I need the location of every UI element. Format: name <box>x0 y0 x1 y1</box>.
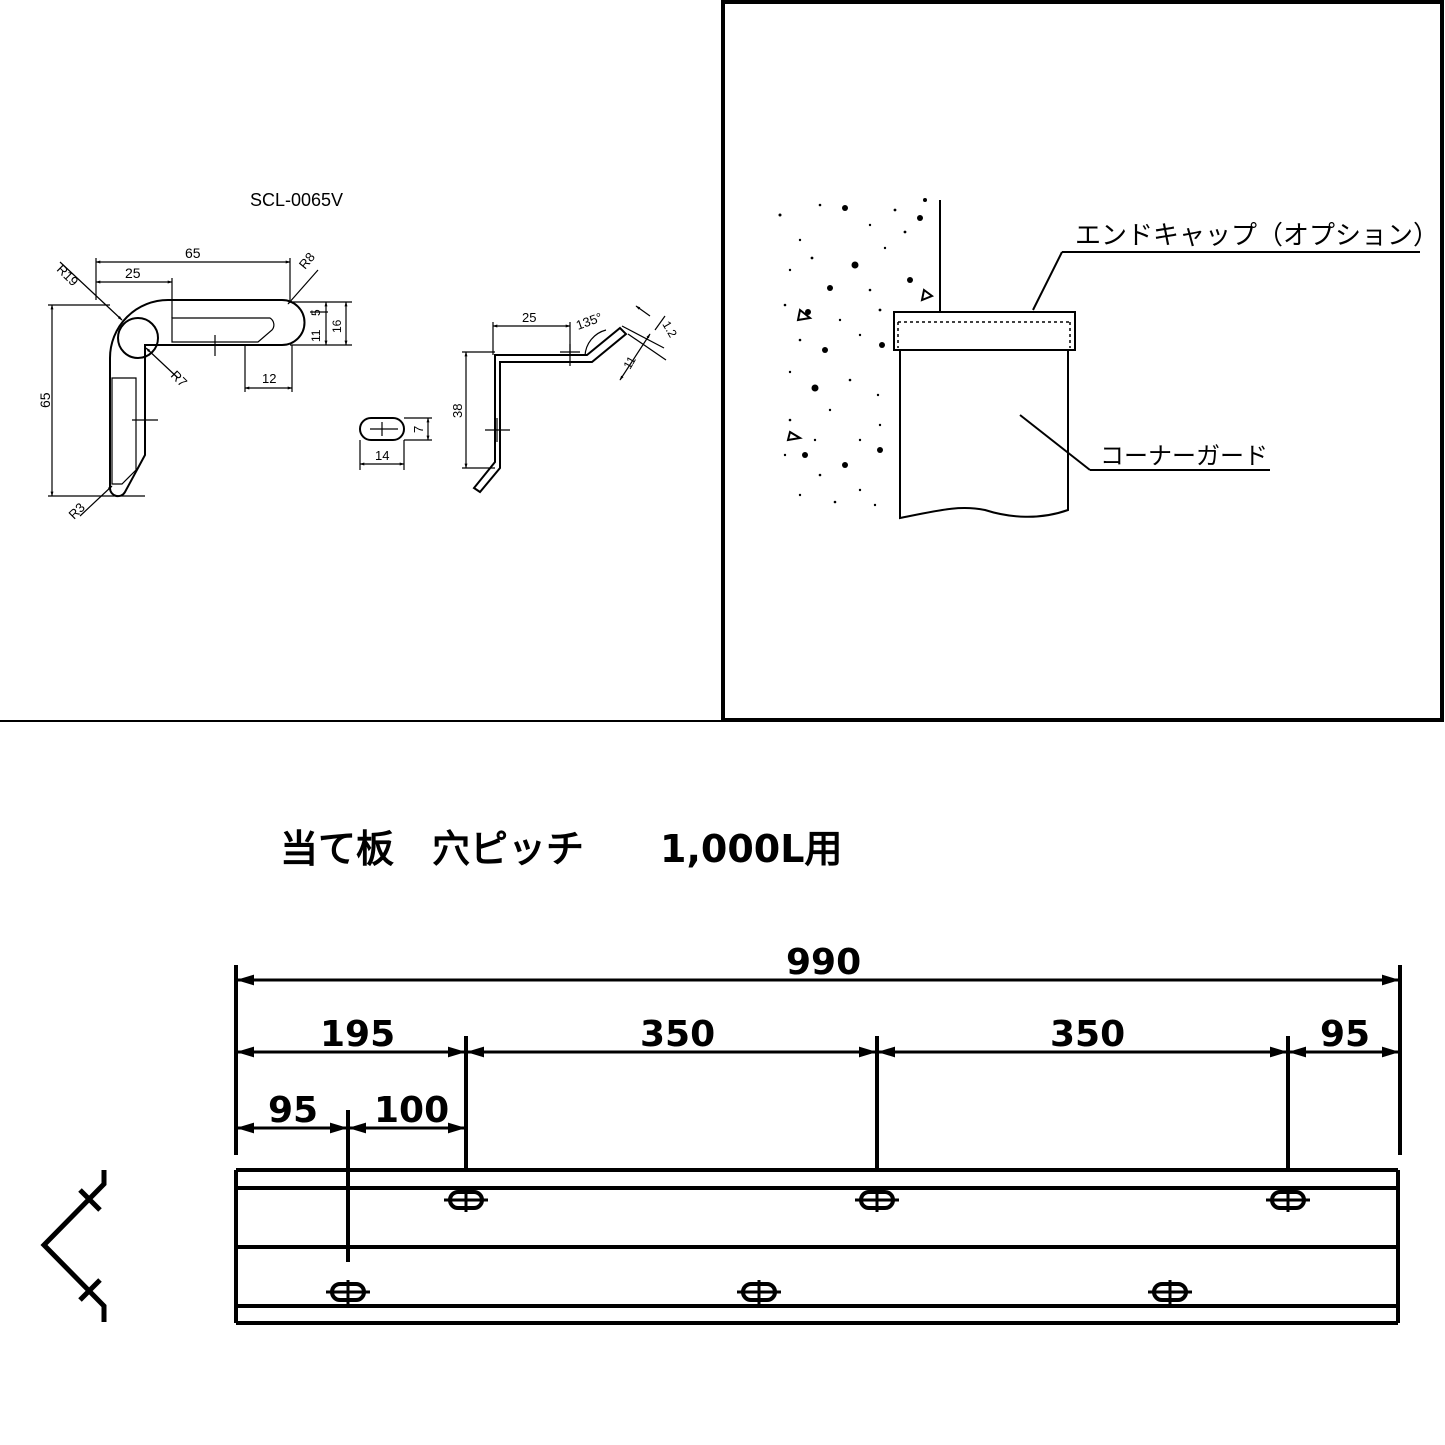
profile-bead <box>117 317 159 359</box>
install-drawing: エンドキャップ（オプション） コーナーガード <box>778 198 1439 520</box>
dim-350-b: 350 <box>1050 1014 1125 1055</box>
plate-drawing: 当て板 穴ピッチ 1,000L用 990 195 350 350 95 95 1… <box>40 827 1402 1325</box>
hole-bottom-2 <box>737 1280 781 1304</box>
dim-5: 5 <box>309 309 323 316</box>
hole-top-1 <box>444 1188 488 1212</box>
flange-slot-h <box>171 317 275 343</box>
dim-990: 990 <box>786 942 861 983</box>
dim-95-left: 95 <box>268 1090 318 1131</box>
dim-95-right: 95 <box>1320 1014 1370 1055</box>
dim-12: 12 <box>262 371 276 386</box>
slot-length: 14 <box>375 448 389 463</box>
slot-shape <box>359 417 405 441</box>
corner-guard-body <box>899 350 1069 520</box>
hole-top-3 <box>1266 1188 1310 1212</box>
dim-11: 11 <box>309 329 323 342</box>
profile-outline <box>108 299 306 498</box>
label-r19: R19 <box>54 262 81 289</box>
plate-body <box>234 1168 1400 1325</box>
dim-100: 100 <box>374 1090 449 1131</box>
end-cap <box>893 311 1076 351</box>
plate-side-profile <box>40 1170 107 1322</box>
bracket-d1-2: 1.2 <box>659 319 680 341</box>
dim-height-65: 65 <box>37 392 53 408</box>
label-r8: R8 <box>296 250 318 272</box>
dim-inner-25: 25 <box>125 265 141 281</box>
hole-bottom-3 <box>1148 1280 1192 1304</box>
install-panel-frame <box>721 0 1444 722</box>
dim-195: 195 <box>320 1014 395 1055</box>
bracket-outline <box>472 326 628 494</box>
bracket-d38: 38 <box>450 404 465 418</box>
bracket-d25: 25 <box>522 310 536 325</box>
dim-width-65: 65 <box>185 245 201 261</box>
plate-title: 当て板 穴ピッチ 1,000L用 <box>280 827 842 871</box>
bracket-angle: 135° <box>574 310 604 333</box>
hole-bottom-1 <box>326 1280 370 1304</box>
slot-width: 7 <box>411 426 426 433</box>
dim-16: 16 <box>330 319 344 333</box>
dim-350-a: 350 <box>640 1014 715 1055</box>
label-r3: R3 <box>66 500 88 522</box>
corner-guard-label: コーナーガード <box>1100 442 1268 470</box>
profile-drawing: SCL-0065V 65 25 65 R19 R8 <box>37 190 352 522</box>
hole-top-2 <box>855 1188 899 1212</box>
concrete-texture <box>778 198 927 507</box>
slot-drawing: 14 7 <box>359 417 432 470</box>
model-label: SCL-0065V <box>250 190 343 210</box>
bracket-drawing: 25 135° 38 1.2 11 <box>450 305 680 494</box>
end-cap-label: エンドキャップ（オプション） <box>1075 221 1439 251</box>
flange-slot-v <box>111 377 137 485</box>
